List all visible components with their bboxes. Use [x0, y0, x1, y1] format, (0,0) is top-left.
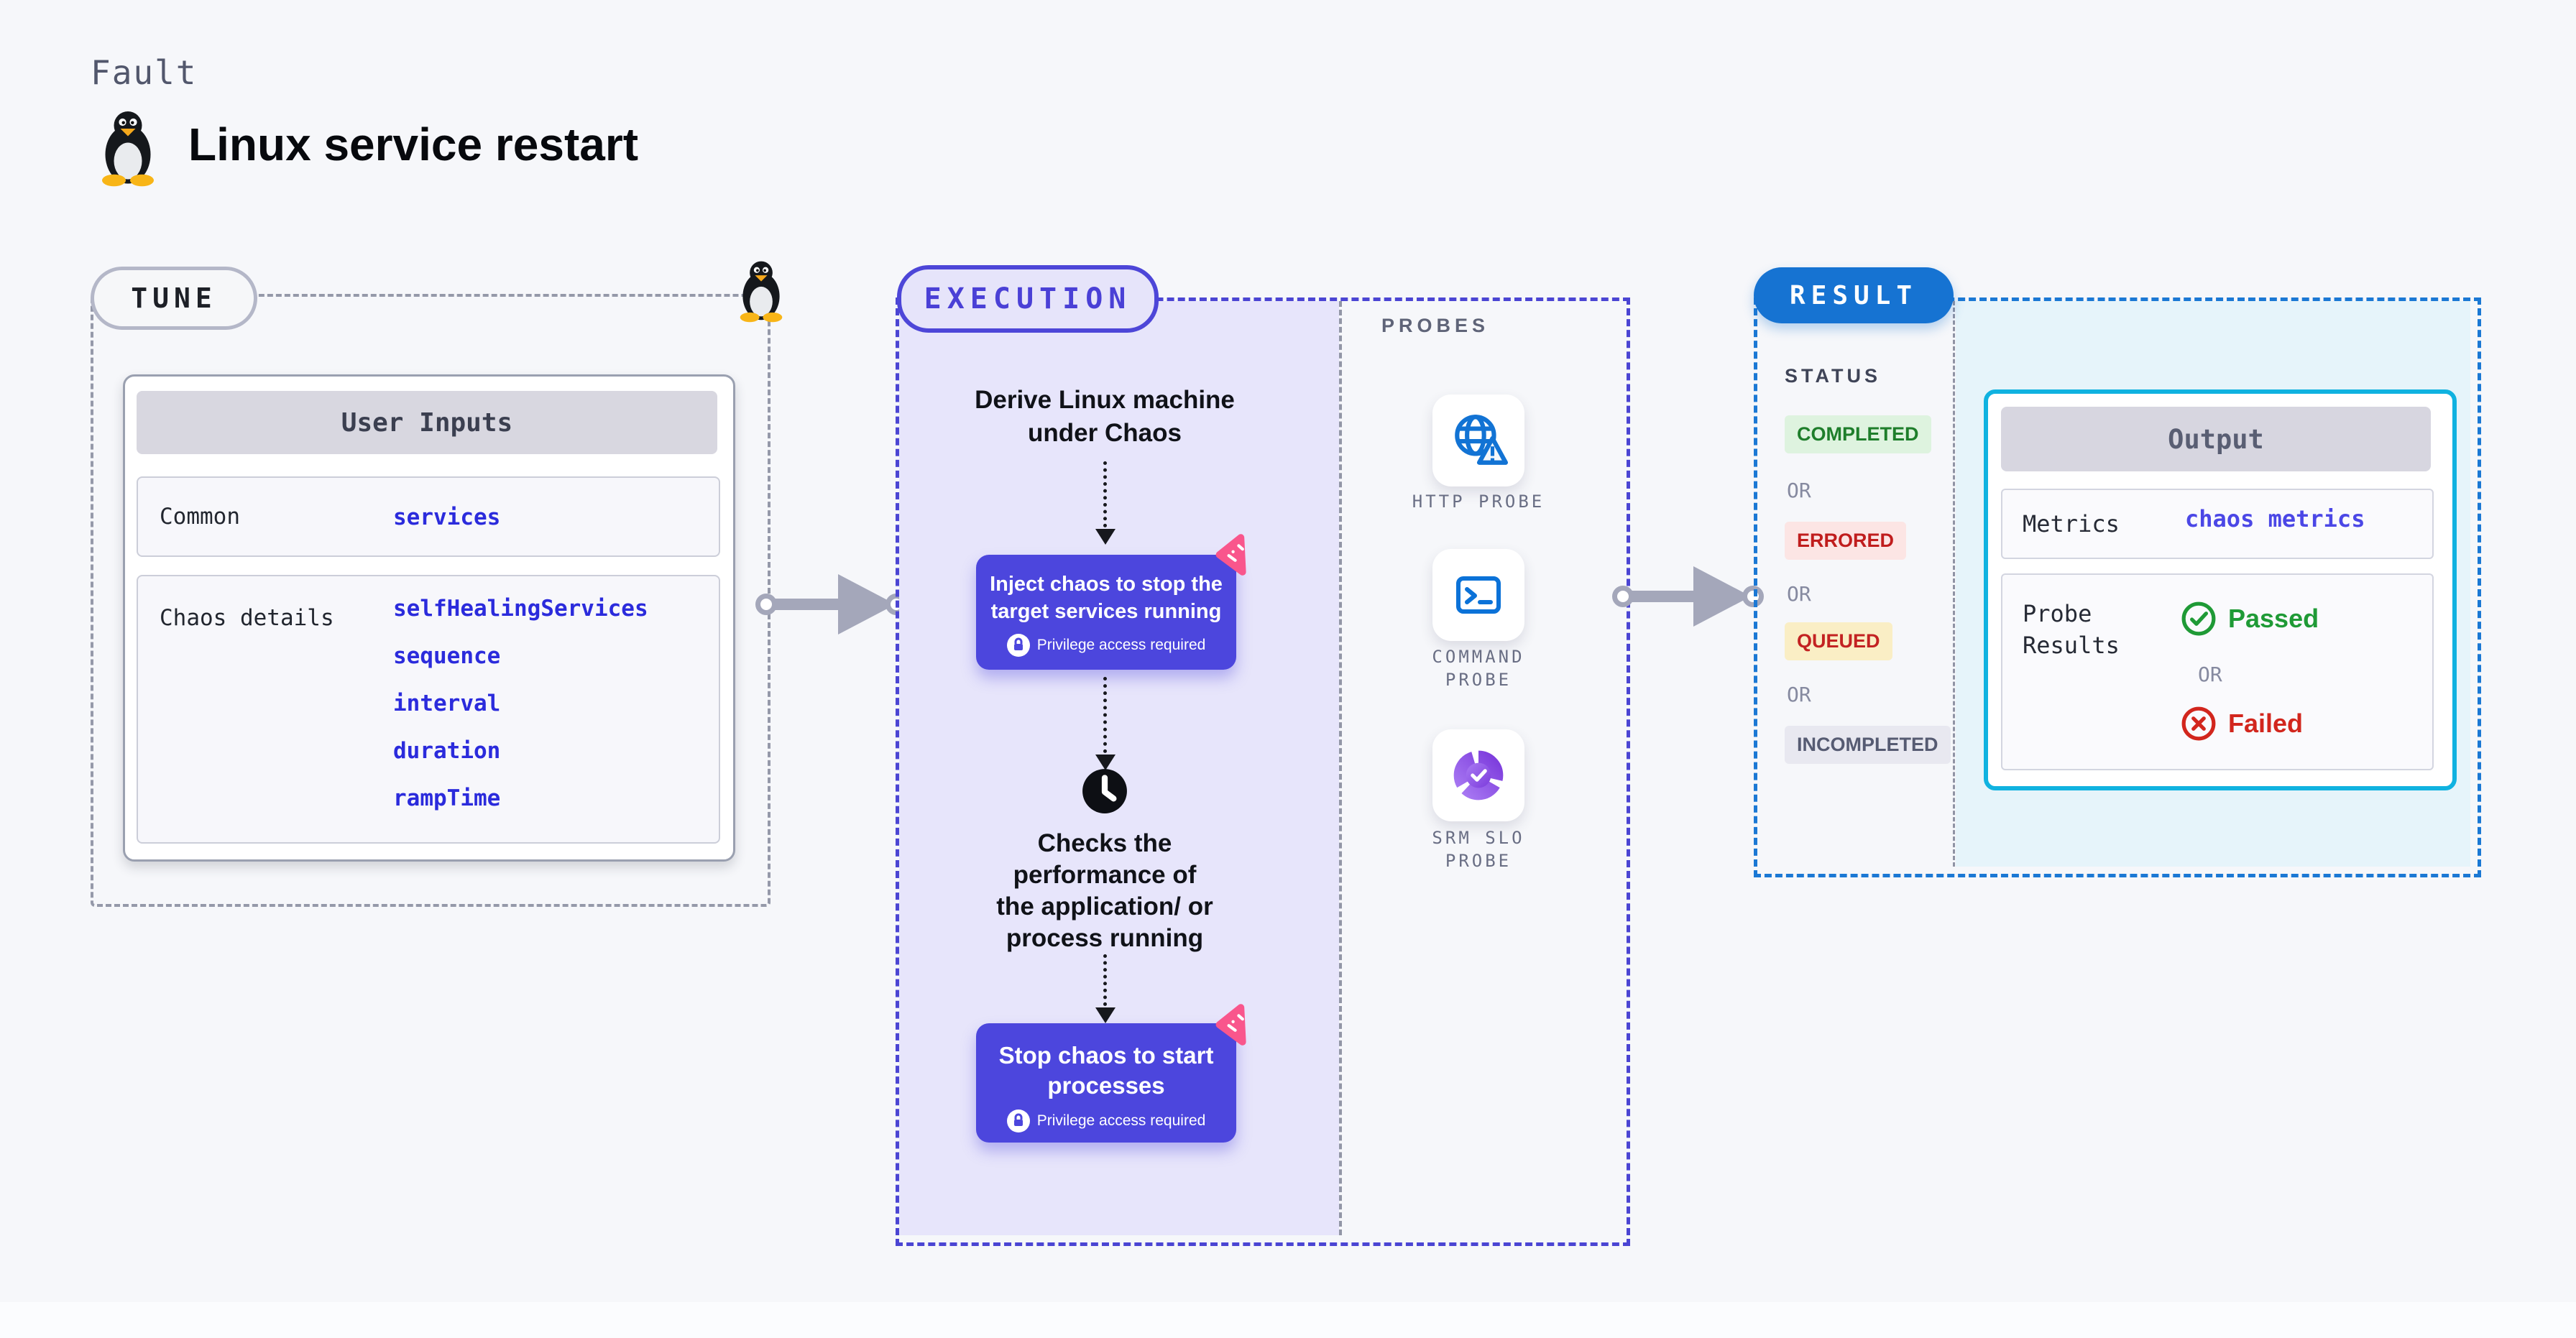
- param-link[interactable]: rampTime: [393, 785, 501, 811]
- connector-dot: [755, 594, 777, 615]
- tune-pill: TUNE: [91, 267, 257, 330]
- param-link[interactable]: services: [393, 504, 501, 530]
- privilege-label: Privilege access required: [1036, 1112, 1206, 1129]
- connector-dot: [1742, 586, 1764, 607]
- or-label: OR: [2198, 663, 2222, 686]
- x-circle-icon: [2181, 706, 2216, 741]
- execution-section-border: [896, 297, 1630, 1246]
- user-inputs-header: User Inputs: [137, 391, 717, 454]
- status-divider: [1953, 301, 1955, 867]
- failed-verdict: Failed: [2181, 706, 2303, 742]
- status-badge-incompleted: INCOMPLETED: [1785, 726, 1951, 764]
- clock-icon: [1082, 769, 1127, 813]
- param-link[interactable]: duration: [393, 738, 501, 764]
- inject-chaos-step: Inject chaos to stop the target services…: [976, 555, 1236, 670]
- probe-label: SRM SLO PROBE: [1432, 828, 1525, 871]
- lock-icon: [1006, 1109, 1030, 1132]
- slo-donut-icon: [1453, 750, 1504, 801]
- probes-title: PROBES: [1381, 315, 1490, 336]
- user-inputs-row-common: Common services: [137, 476, 720, 557]
- privilege-badge: Privilege access required: [976, 634, 1236, 657]
- http-probe-card[interactable]: [1432, 395, 1524, 486]
- result-pill: RESULT: [1754, 267, 1954, 323]
- param-list: selfHealingServices sequence interval du…: [393, 585, 648, 822]
- step-title: Stop chaos to start processes: [998, 1042, 1214, 1099]
- param-link[interactable]: interval: [393, 691, 501, 716]
- bottom-strip: [0, 1302, 2576, 1338]
- status-badge-completed: COMPLETED: [1785, 415, 1931, 453]
- connector-dot: [1612, 586, 1634, 607]
- probe-results-row: Probe Results: [2001, 573, 2434, 770]
- tux-icon-small: [740, 261, 783, 323]
- command-probe-card[interactable]: [1432, 549, 1524, 641]
- result-section-border: [1754, 297, 2481, 877]
- status-title: STATUS: [1785, 365, 1881, 387]
- probes-divider: [1339, 301, 1342, 1235]
- status-badge-errored: ERRORED: [1785, 522, 1907, 560]
- dotted-connector: [1103, 461, 1107, 527]
- srm-slo-probe-card[interactable]: [1432, 729, 1524, 821]
- flow-arrow: [775, 599, 847, 610]
- status-badge-queued: QUEUED: [1785, 622, 1892, 660]
- page-title: Linux service restart: [188, 119, 639, 170]
- checks-step-text: Checks the performance of the applicatio…: [996, 829, 1213, 952]
- row-label: Chaos details: [160, 605, 334, 631]
- flow-arrow: [1632, 591, 1703, 602]
- output-header: Output: [2001, 407, 2431, 471]
- row-label: Common: [160, 504, 240, 530]
- probe-label: HTTP PROBE: [1412, 492, 1545, 512]
- check-circle-icon: [2181, 601, 2216, 636]
- user-inputs-row-chaos-details: Chaos details selfHealingServices sequen…: [137, 575, 720, 844]
- flow-arrowhead: [1693, 566, 1751, 627]
- metrics-label: Metrics: [2023, 510, 2120, 537]
- probe-label: COMMAND PROBE: [1432, 647, 1525, 690]
- execution-pill: EXECUTION: [897, 265, 1159, 333]
- param-link[interactable]: sequence: [393, 643, 501, 669]
- or-label: OR: [1787, 683, 1811, 706]
- or-label: OR: [1787, 479, 1811, 502]
- chaos-metrics-link[interactable]: chaos metrics: [2185, 505, 2365, 532]
- step-title: Inject chaos to stop the target services…: [990, 573, 1223, 623]
- or-label: OR: [1787, 582, 1811, 606]
- dotted-connector: [1103, 677, 1107, 753]
- passed-verdict: Passed: [2181, 601, 2319, 637]
- privilege-label: Privilege access required: [1036, 637, 1206, 653]
- derive-step-text: Derive Linux machine under Chaos: [975, 386, 1235, 447]
- metrics-row: Metrics: [2001, 489, 2434, 559]
- dotted-connector: [1103, 954, 1107, 1006]
- param-link[interactable]: selfHealingServices: [393, 596, 648, 622]
- privilege-badge: Privilege access required: [976, 1109, 1236, 1132]
- lock-icon: [1006, 634, 1030, 657]
- stop-chaos-step: Stop chaos to start processes Privilege …: [976, 1023, 1236, 1143]
- failed-label: Failed: [2228, 709, 2304, 738]
- dotted-arrowhead: [1095, 1007, 1116, 1023]
- globe-alert-icon: [1455, 415, 1508, 465]
- dotted-arrowhead: [1095, 755, 1116, 770]
- dotted-arrowhead: [1095, 529, 1116, 545]
- fault-kicker: Fault: [91, 53, 198, 92]
- passed-label: Passed: [2228, 604, 2319, 633]
- tux-icon: [102, 111, 154, 187]
- chaos-badge-icon: [1213, 533, 1256, 576]
- probe-results-label: Probe Results: [2023, 600, 2120, 659]
- terminal-icon: [1456, 576, 1501, 614]
- chaos-badge-icon: [1213, 1003, 1256, 1046]
